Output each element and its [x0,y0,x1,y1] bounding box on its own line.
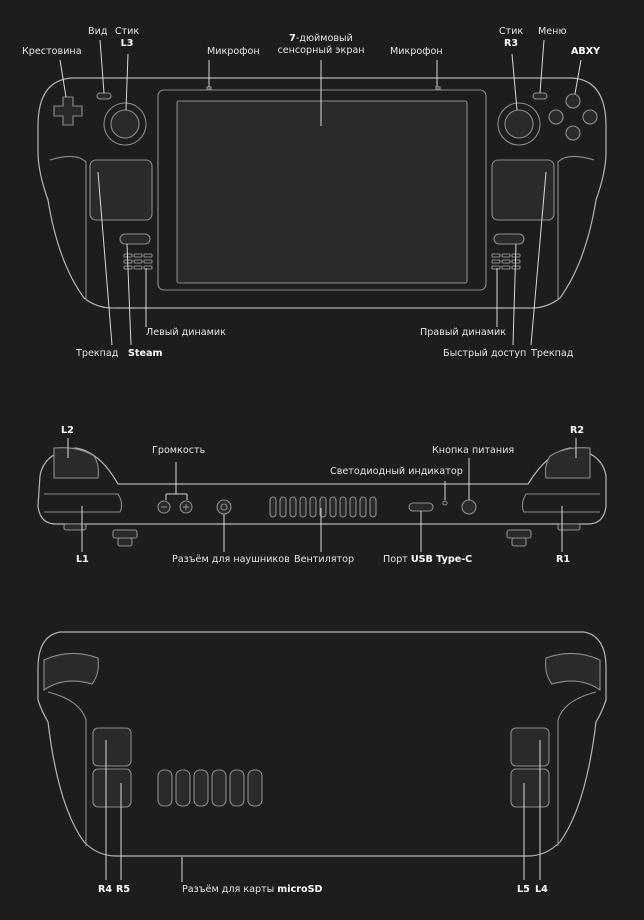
back-view [37,631,607,882]
top-view [37,438,607,552]
back-button-r5 [92,768,132,808]
label-view: Вид [88,26,108,37]
label-l5: L5 [517,884,530,895]
back-contour-left [47,691,87,846]
usb-c-port [408,502,434,512]
stick-right-ring [497,102,541,146]
bumper-r1 [521,493,600,513]
button-y [565,93,581,109]
top-leader-lines [67,438,577,552]
label-usb: Порт USB Type-C [383,554,473,565]
back-grip-right [545,652,601,692]
label-power: Кнопка питания [432,445,515,456]
back-button-r4 [92,727,132,767]
stick-left-side-base [117,537,133,547]
label-l4: L4 [535,884,548,895]
dpad [53,96,83,126]
trackpad-right [491,159,555,221]
mic-left-hole [206,86,212,90]
screen-bezel [157,89,487,291]
label-mic-right: Микрофон [390,46,443,57]
top-body-outline [37,447,607,525]
back-button-l4 [510,727,550,767]
label-speaker-right: Правый динамик [420,327,506,338]
back-body-outline [37,631,607,857]
screen [176,100,468,284]
stick-left-side [112,529,138,539]
label-r5: R5 [116,884,131,895]
stick-left-ring [103,102,147,146]
label-l2: L2 [61,425,74,436]
button-x [548,109,564,125]
back-vents [157,769,263,807]
label-volume: Громкость [152,445,206,456]
label-trackpad-right: Трекпад [531,348,574,359]
mic-right-hole [435,86,441,90]
label-menu: Меню [538,26,567,37]
label-l1: L1 [76,554,89,565]
foot-left-1 [63,523,87,531]
grip-l2 [53,447,100,479]
front-grip-left [49,155,87,300]
front-grip-right [557,155,595,300]
label-fan: Вентилятор [294,554,355,565]
label-speaker-left: Левый динамик [146,327,226,338]
stick-right-side-base [511,537,527,547]
back-button-l5 [510,768,550,808]
button-b [582,109,598,125]
button-a [565,125,581,141]
view-button [96,92,112,100]
steam-button [119,233,151,245]
label-abxy: ABXY [571,46,601,57]
front-leader-lines [59,39,582,346]
label-r2: R2 [570,425,585,436]
front-body-outline [37,77,607,309]
back-contour-right [557,691,597,846]
trackpad-left [89,159,153,221]
label-r1: R1 [556,554,571,565]
label-microsd: Разъём для карты microSD [182,884,323,895]
back-leader-lines [105,740,541,882]
foot-right-1 [557,523,581,531]
back-grip-left [43,652,99,692]
quick-access-button [493,233,525,245]
fan-vent [269,496,377,518]
label-headphones: Разъём для наушников [172,554,290,565]
label-quick-access: Быстрый доступ [443,348,527,359]
grip-r2 [544,447,591,479]
stick-right-cap [504,109,534,139]
label-crosspad: Крестовина [22,46,82,57]
label-led: Светодиодный индикатор [330,466,463,477]
label-steam: Steam [128,348,163,359]
front-view [37,39,607,346]
label-r4: R4 [98,884,113,895]
label-trackpad-left: Трекпад [76,348,119,359]
label-mic-left: Микрофон [207,46,260,57]
led-indicator [442,500,448,506]
power-button [461,499,477,515]
speaker-left-grille [123,253,153,270]
stick-right-side [506,529,532,539]
menu-button [532,92,548,100]
stick-left-cap [110,109,140,139]
headphone-jack [216,499,232,515]
bumper-l1 [44,493,123,513]
